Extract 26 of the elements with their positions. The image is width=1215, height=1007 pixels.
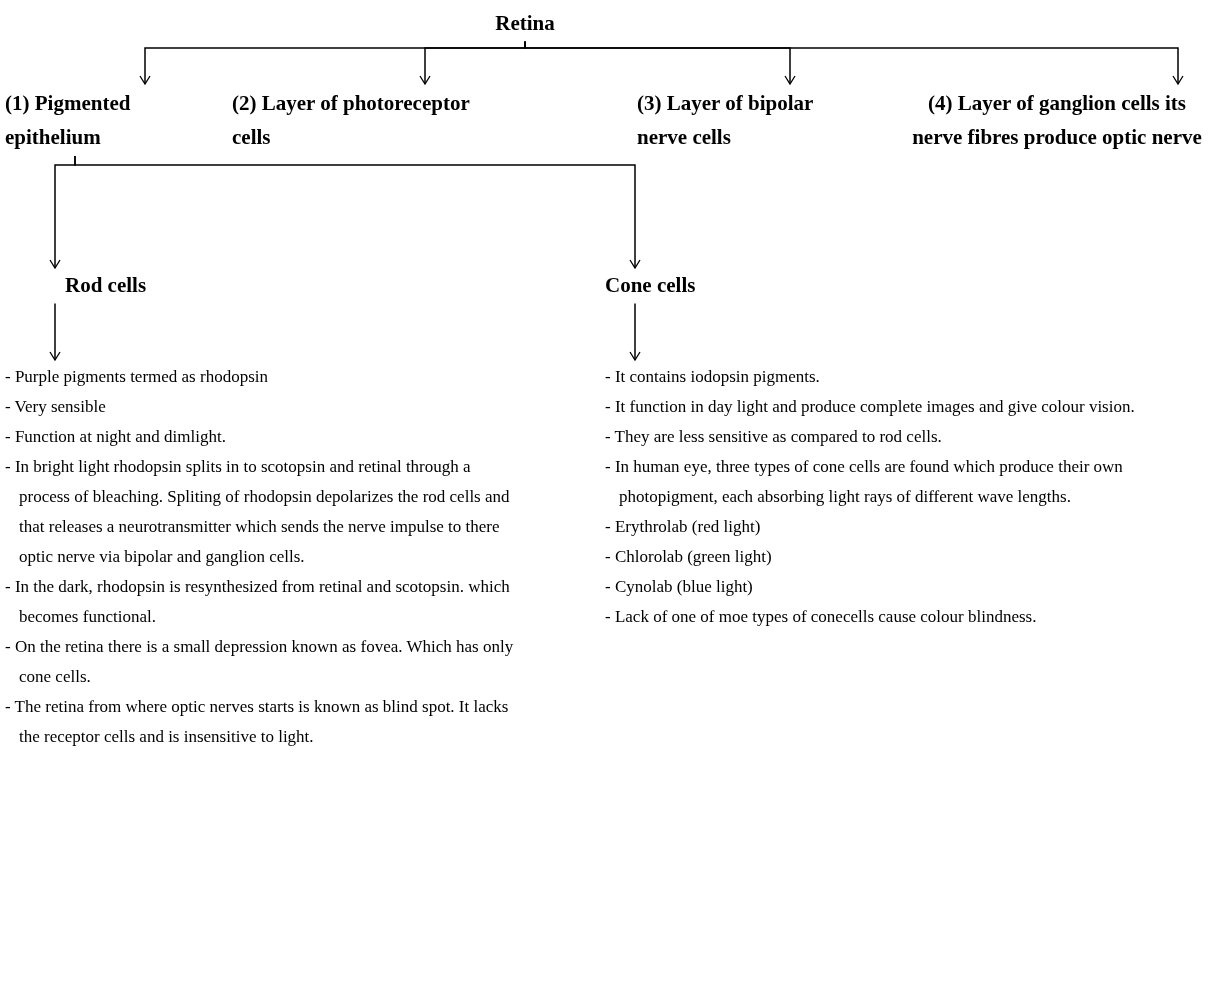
arrow <box>629 302 641 361</box>
cell-type-heading: Rod cells <box>45 270 185 302</box>
list-item: - In human eye, three types of cone cells are found which produce their own photopigment, each absorbing light rays of different wave lengths. <box>605 456 1124 508</box>
list-item: - Function at night and dimlight. <box>5 426 227 448</box>
list-item: - Purple pigments termed as rhodopsin <box>5 366 269 388</box>
branch-heading: (1) Pigmented epithelium <box>5 86 205 154</box>
cell-type-heading: Cone cells <box>605 270 765 302</box>
list-item: - It contains iodopsin pigments. <box>605 366 821 388</box>
list-item: - Very sensible <box>5 396 107 418</box>
arrow <box>524 40 1184 85</box>
list-item: - They are less sensitive as compared to rod cells. <box>605 426 943 448</box>
arrow <box>49 302 61 361</box>
list-item: - Cynolab (blue light) <box>605 576 754 598</box>
root-heading: Retina <box>470 8 580 40</box>
branch-heading: (4) Layer of ganglion cells its nerve fibres produce optic nerve <box>912 86 1202 154</box>
list-item: - Erythrolab (red light) <box>605 516 762 538</box>
list-item: - In bright light rhodopsin splits in to scotopsin and retinal through a process of bleaching. Spliting of rhodopsin depolarizes the rod cells and that releases a neurotransmitter which sends the nerve impulse to there optic nerve via bipolar and ganglion cells. <box>5 456 511 568</box>
list-item: - On the retina there is a small depression known as fovea. Which has only cone cells. <box>5 636 515 688</box>
arrow <box>74 155 641 269</box>
list-item: - It function in day light and produce complete images and give colour vision. <box>605 396 1136 418</box>
branch-heading: (2) Layer of photoreceptor cells <box>232 86 497 154</box>
branch-heading: (3) Layer of bipolar nerve cells <box>637 86 887 154</box>
list-item: - The retina from where optic nerves starts is known as blind spot. It lacks the receptor cells and is insensitive to light. <box>5 696 510 748</box>
list-item: - Chlorolab (green light) <box>605 546 773 568</box>
list-item: - In the dark, rhodopsin is resynthesized from retinal and scotopsin. which becomes functional. <box>5 576 511 628</box>
list-item: - Lack of one of moe types of conecells cause colour blindness. <box>605 606 1038 628</box>
